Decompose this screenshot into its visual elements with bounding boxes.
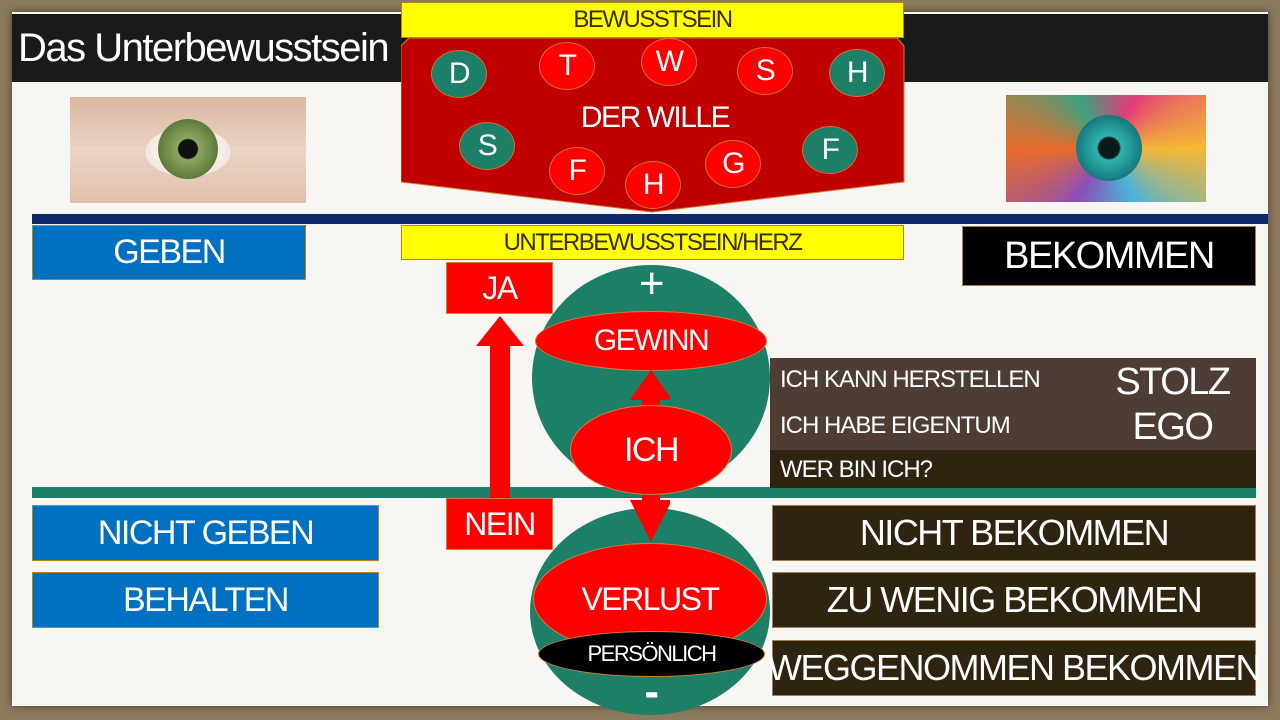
der-wille-label: DER WILLE <box>580 101 731 134</box>
stolz-label: STOLZ <box>1115 360 1231 403</box>
unterbewusstsein-label: UNTERBEWUSSTSEIN/HERZ <box>401 225 904 260</box>
weggenommen-bekommen-box: WEGGENOMMEN BEKOMMEN <box>768 640 1262 696</box>
info-panel-bottom <box>770 450 1256 488</box>
nicht-bekommen-box: NICHT BEKOMMEN <box>772 505 1256 561</box>
persoenlich-ellipse: PERSÖNLICH <box>538 631 765 677</box>
info-line-1: ICH KANN HERSTELLEN <box>780 366 1041 393</box>
letter-circle: H <box>625 161 681 209</box>
nein-box: NEIN <box>446 498 553 550</box>
letter-circle: S <box>459 122 515 170</box>
iris <box>158 119 218 179</box>
ich-ellipse: ICH <box>570 405 732 495</box>
iris <box>1076 115 1142 181</box>
letter-circle: W <box>641 38 697 86</box>
letter-circle: H <box>829 49 885 97</box>
letter-circle: S <box>737 47 793 95</box>
geben-box: GEBEN <box>32 225 306 280</box>
mosaic-eye-image <box>1006 95 1206 202</box>
letter-circle: G <box>705 140 761 188</box>
bekommen-box: BEKOMMEN <box>962 226 1256 286</box>
plus-sign: + <box>638 259 665 308</box>
info-line-3: WER BIN ICH? <box>780 456 933 483</box>
nicht-geben-box: NICHT GEBEN <box>32 505 379 561</box>
minus-sign: - <box>644 667 659 716</box>
info-line-2: ICH HABE EIGENTUM <box>780 412 1011 439</box>
up-arrow-icon <box>476 316 524 498</box>
upper-divider <box>32 214 1268 224</box>
ja-box: JA <box>446 262 553 314</box>
letter-circle: F <box>802 126 858 174</box>
letter-circle: D <box>431 50 487 98</box>
behalten-box: BEHALTEN <box>32 572 379 628</box>
slide-title: Das Unterbewusstsein <box>18 26 390 70</box>
letter-circle: F <box>549 147 605 195</box>
natural-eye-image <box>70 97 306 203</box>
info-panel <box>770 358 1256 450</box>
zu-wenig-bekommen-box: ZU WENIG BEKOMMEN <box>772 572 1256 628</box>
gewinn-ellipse: GEWINN <box>535 311 767 371</box>
ego-label: EGO <box>1132 405 1214 448</box>
down-arrow-verlust-icon <box>630 480 670 542</box>
letter-circle: T <box>539 42 595 90</box>
bewusstsein-label: BEWUSSTSEIN <box>401 2 904 38</box>
